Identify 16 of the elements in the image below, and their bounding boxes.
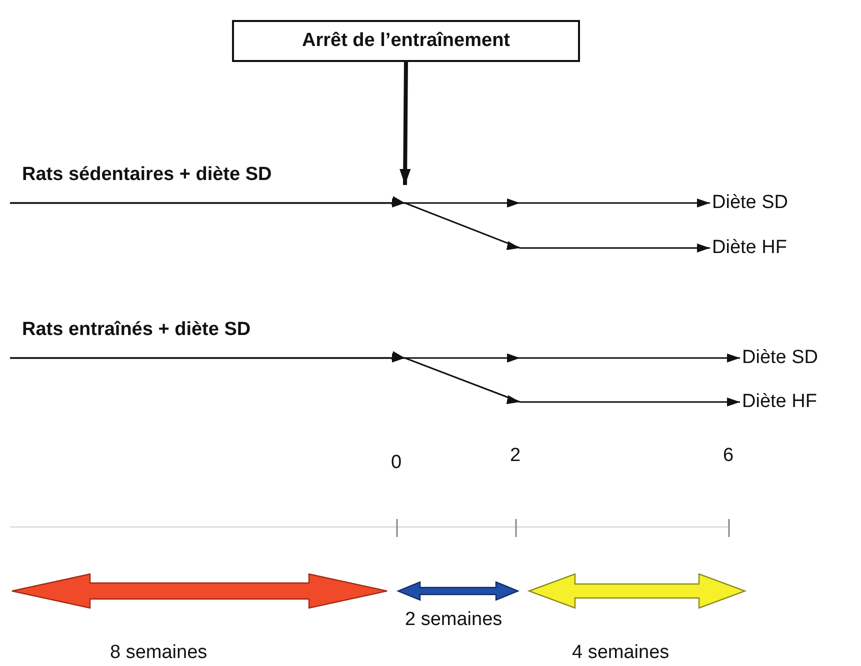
diet-label: Diète HF	[712, 236, 787, 260]
duration-label: 2 semaines	[405, 608, 502, 632]
duration-label: 4 semaines	[572, 641, 670, 665]
arrow	[10, 196, 710, 252]
duration-label: 8 semaines	[110, 641, 208, 665]
tick-label: 2	[510, 444, 521, 468]
group-label: Rats sédentaires + diète SD	[10, 163, 272, 203]
tick-label: 6	[723, 444, 734, 468]
arrow	[10, 351, 740, 406]
diet-label: Diète SD	[742, 346, 818, 370]
event-box: Arrêt de l’entraînement	[232, 20, 580, 62]
diet-label: Diète SD	[712, 191, 788, 215]
arrow	[400, 62, 411, 186]
group-label: Rats entraînés + diète SD	[10, 318, 251, 358]
tick-label: 0	[391, 451, 402, 475]
diet-label: Diète HF	[742, 390, 817, 414]
